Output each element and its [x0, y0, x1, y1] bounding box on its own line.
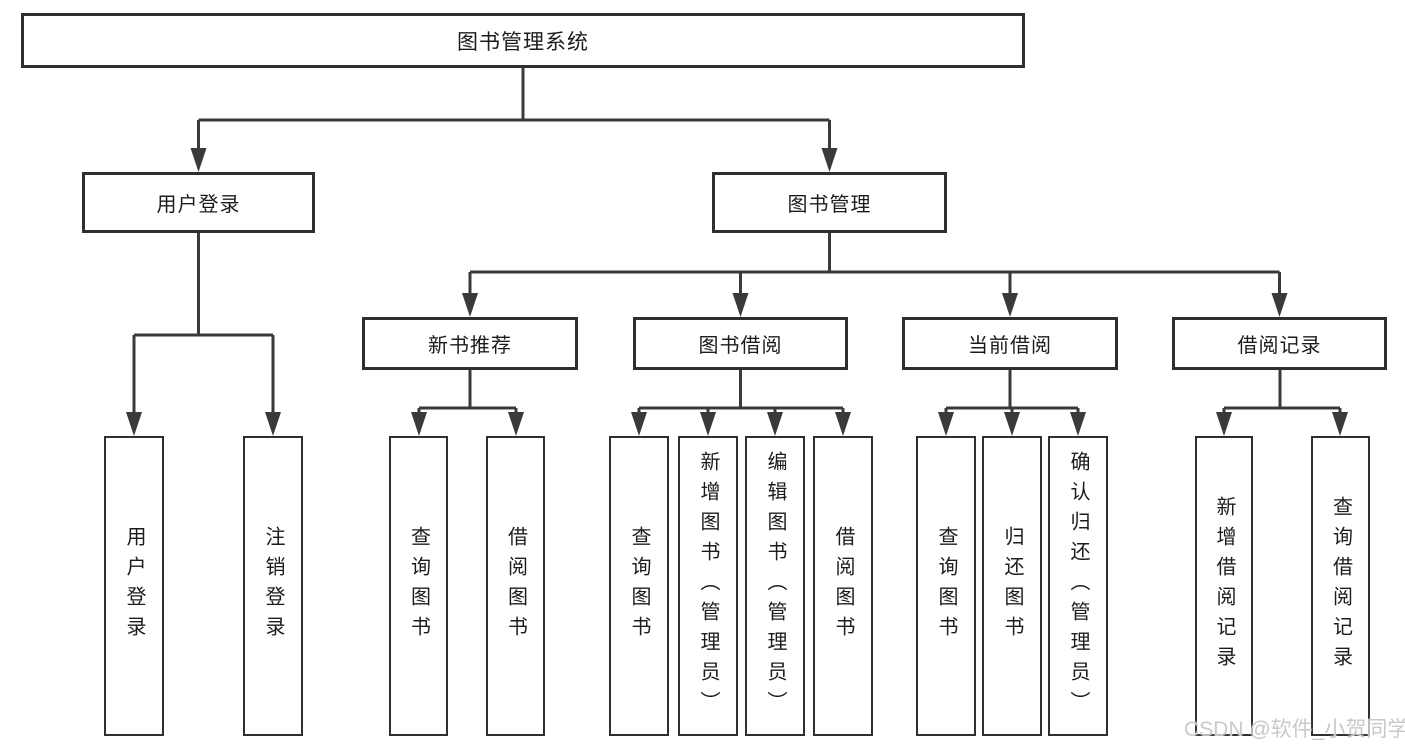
node-root: 图书管理系统	[21, 13, 1025, 68]
leaf-borrowing-add-book-admin-label: 新增图书（管理员）	[697, 451, 719, 721]
leaf-records-query-record: 查询借阅记录	[1311, 436, 1370, 736]
node-root-label: 图书管理系统	[457, 30, 589, 54]
node-book-management: 图书管理	[712, 172, 947, 233]
node-current-borrow-label: 当前借阅	[968, 335, 1052, 357]
node-user-login: 用户登录	[82, 172, 315, 233]
leaf-records-add-record-label: 新增借阅记录	[1213, 496, 1235, 676]
leaf-current-query-books: 查询图书	[916, 436, 976, 736]
leaf-current-return-book: 归还图书	[982, 436, 1042, 736]
leaf-borrowing-edit-book-admin: 编辑图书（管理员）	[745, 436, 805, 736]
leaf-current-query-books-label: 查询图书	[935, 526, 957, 646]
leaf-current-return-book-label: 归还图书	[1001, 526, 1023, 646]
leaf-newbooks-borrow-books: 借阅图书	[486, 436, 545, 736]
leaf-borrowing-edit-book-admin-label: 编辑图书（管理员）	[764, 451, 786, 721]
leaf-borrowing-borrow-books-label: 借阅图书	[832, 526, 854, 646]
node-user-login-label: 用户登录	[156, 194, 241, 216]
leaf-logout-label: 注销登录	[262, 526, 284, 646]
leaf-records-add-record: 新增借阅记录	[1195, 436, 1253, 736]
node-new-book-recommend-label: 新书推荐	[428, 335, 512, 357]
watermark-text: CSDN @软件_小贺同学	[1184, 718, 1405, 741]
leaf-current-confirm-return-admin-label: 确认归还（管理员）	[1067, 451, 1089, 721]
leaf-newbooks-borrow-books-label: 借阅图书	[504, 526, 527, 646]
node-book-borrow: 图书借阅	[633, 317, 848, 370]
leaf-borrowing-query-books: 查询图书	[609, 436, 669, 736]
node-current-borrow: 当前借阅	[902, 317, 1118, 370]
node-book-borrow-label: 图书借阅	[698, 335, 783, 357]
leaf-borrowing-query-books-label: 查询图书	[628, 526, 650, 646]
leaf-user-login: 用户登录	[104, 436, 164, 736]
leaf-records-query-record-label: 查询借阅记录	[1329, 496, 1352, 676]
node-borrow-records-label: 借阅记录	[1237, 335, 1322, 357]
connector-lines	[132, 68, 1342, 422]
leaf-newbooks-query-books-label: 查询图书	[407, 526, 430, 646]
leaf-borrowing-borrow-books: 借阅图书	[813, 436, 873, 736]
leaf-logout: 注销登录	[243, 436, 303, 736]
node-new-book-recommend: 新书推荐	[362, 317, 578, 370]
node-borrow-records: 借阅记录	[1172, 317, 1387, 370]
connector-arrowheads	[126, 148, 1348, 436]
node-book-management-label: 图书管理	[787, 194, 872, 216]
leaf-borrowing-add-book-admin: 新增图书（管理员）	[678, 436, 738, 736]
leaf-current-confirm-return-admin: 确认归还（管理员）	[1048, 436, 1108, 736]
leaf-newbooks-query-books: 查询图书	[389, 436, 448, 736]
leaf-user-login-label: 用户登录	[123, 526, 145, 646]
